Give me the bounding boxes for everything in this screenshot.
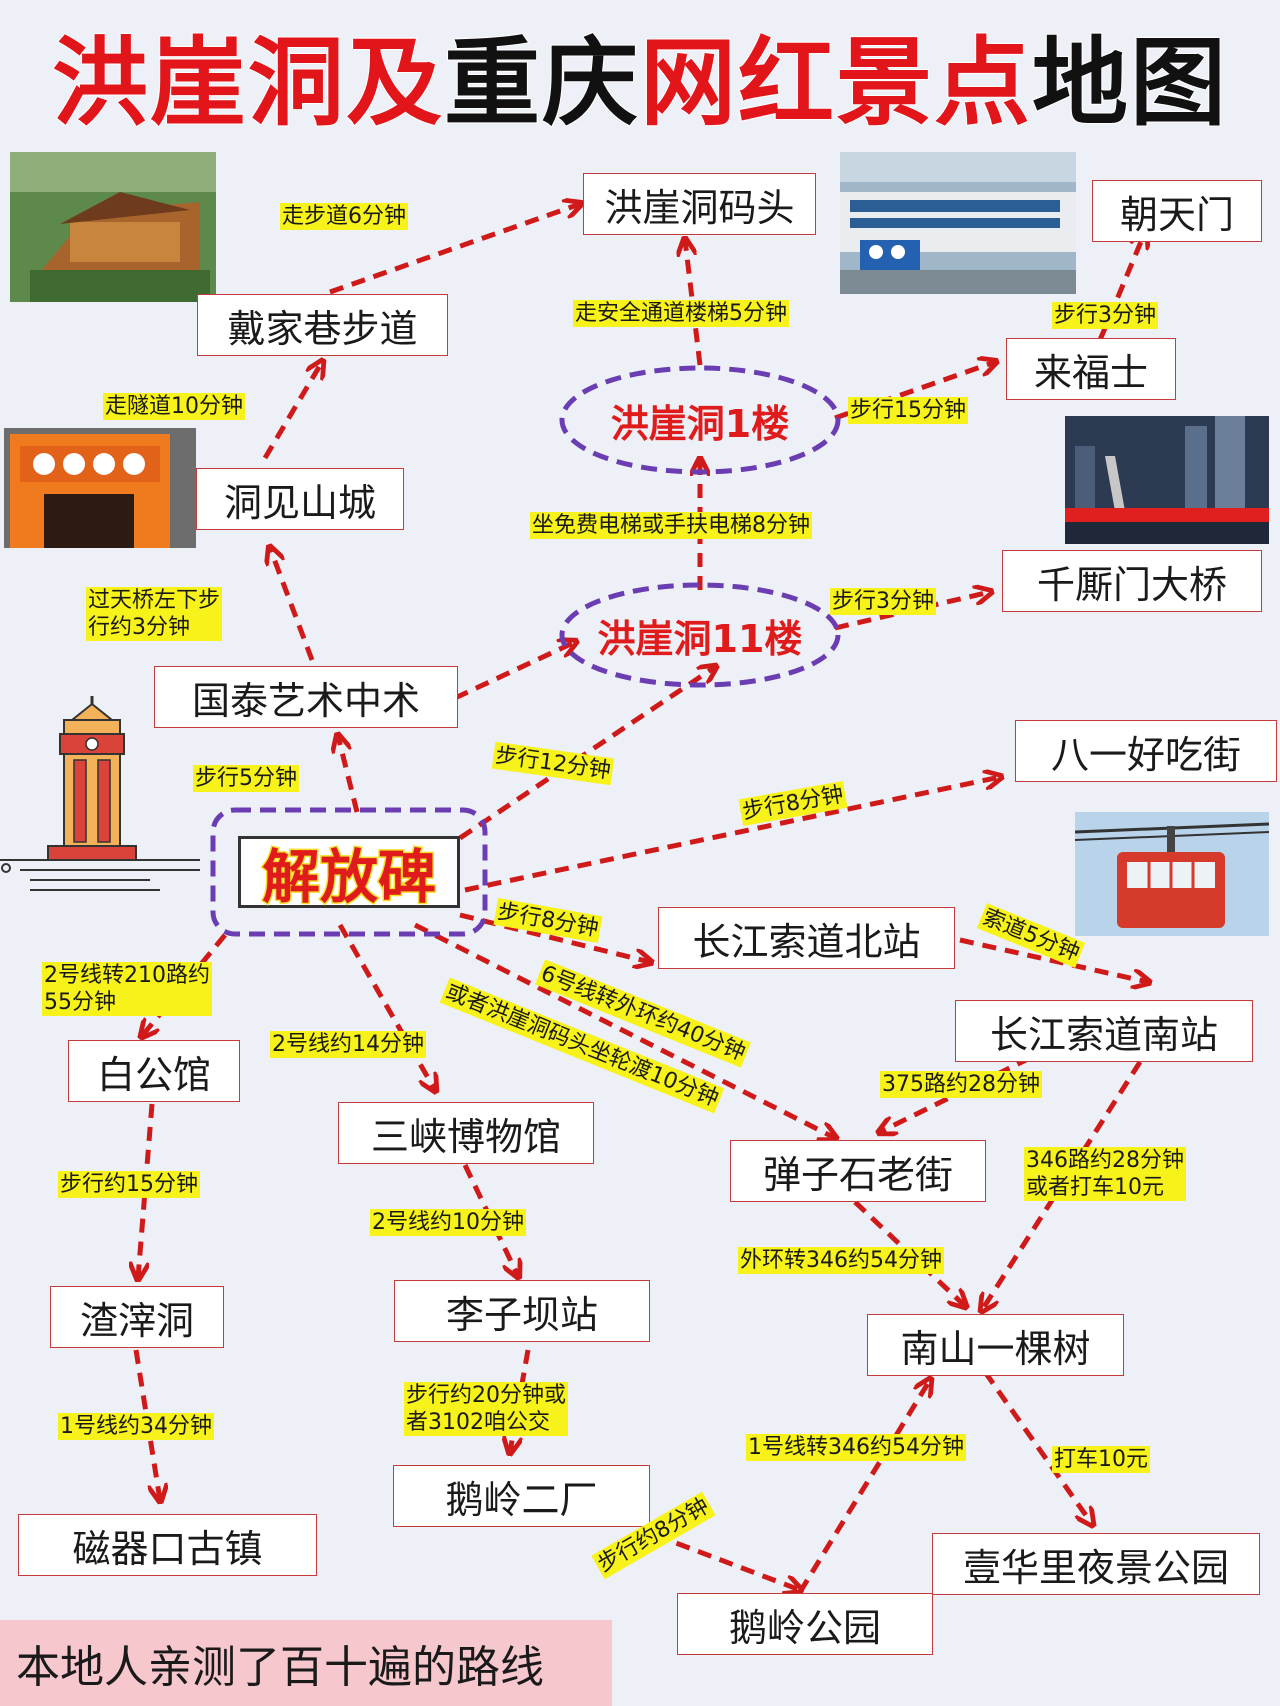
route-label: 2号线转210路约 55分钟 <box>42 962 212 1016</box>
route-label: 打车10元 <box>1052 1446 1150 1473</box>
title-part-3: 网红景点 <box>639 26 1032 140</box>
edge-dongjian-dai <box>262 362 322 460</box>
footer-text: 本地人亲测了百十遍的路线 <box>16 1642 544 1693</box>
node-liziba[interactable]: 李子坝站 <box>394 1280 650 1342</box>
edge-cablenorth-south <box>959 937 1148 982</box>
route-label: 2号线约10分钟 <box>370 1209 526 1236</box>
map-title: 洪崖洞及重庆网红景点地图 <box>0 18 1280 148</box>
edge-f1-pier <box>685 240 703 366</box>
pier-photo <box>840 152 1076 294</box>
node-eling-no2-factory[interactable]: 鹅岭二厂 <box>393 1465 650 1527</box>
route-label: 375路约28分钟 <box>880 1071 1042 1098</box>
node-cableway-south[interactable]: 长江索道南站 <box>955 1000 1253 1062</box>
node-baigongguan[interactable]: 白公馆 <box>68 1040 240 1102</box>
node-hongyadong-1f[interactable]: 洪崖洞1楼 <box>610 401 790 446</box>
node-cableway-north[interactable]: 长江索道北站 <box>658 907 955 969</box>
node-sanxia-museum[interactable]: 三峡博物馆 <box>338 1102 594 1164</box>
oval-hongyadong-11f <box>559 582 841 688</box>
edge-eling2-elingpark <box>654 1532 800 1590</box>
node-yihuali-park[interactable]: 壹华里夜景公园 <box>932 1533 1260 1595</box>
node-chaotianmen[interactable]: 朝天门 <box>1092 180 1262 242</box>
route-label: 走步道6分钟 <box>280 203 408 230</box>
route-label: 过天桥左下步 行约3分钟 <box>86 587 223 641</box>
route-label: 步行约15分钟 <box>58 1171 200 1198</box>
node-danzishi[interactable]: 弹子石老街 <box>730 1140 986 1202</box>
edge-nanshan-yihuali <box>982 1370 1092 1524</box>
title-part-1: 洪崖洞及 <box>51 26 444 140</box>
daijiaxiang-photo <box>10 152 216 302</box>
footer-banner: 本地人亲测了百十遍的路线 <box>0 1620 612 1706</box>
route-label: 坐免费电梯或手扶电梯8分钟 <box>530 512 812 539</box>
edge-cablesouth-danzishi <box>880 1055 1032 1132</box>
node-laifushi[interactable]: 来福士 <box>1006 338 1176 400</box>
node-ciqikou[interactable]: 磁器口古镇 <box>18 1514 317 1576</box>
node-nanshan[interactable]: 南山一棵树 <box>867 1314 1124 1376</box>
title-part-4: 地图 <box>1031 26 1228 140</box>
edge-jfb-cablenorth <box>459 912 650 962</box>
route-label: 步行15分钟 <box>848 397 968 424</box>
edge-jfb-danzishi <box>413 922 835 1138</box>
route-label: 步行3分钟 <box>1052 302 1158 329</box>
qiansimen-photo <box>1065 416 1269 544</box>
edge-guotai-dongjian <box>270 548 315 661</box>
route-label: 走隧道10分钟 <box>103 393 245 420</box>
route-label: 1号线转346约54分钟 <box>746 1434 966 1461</box>
dongjian-photo <box>4 428 196 548</box>
oval-hongyadong-1f <box>559 365 841 475</box>
node-daijiaxiang[interactable]: 戴家巷步道 <box>197 294 448 356</box>
cableway-photo <box>1075 812 1269 936</box>
title-part-2: 重庆 <box>443 26 640 140</box>
route-label: 2号线约14分钟 <box>270 1031 426 1058</box>
route-label: 外环转346约54分钟 <box>738 1247 944 1274</box>
node-jiefangbei[interactable]: 解放碑 <box>238 836 460 913</box>
jiefangbei-label: 解放碑 <box>260 842 437 913</box>
node-bayi-food-street[interactable]: 八一好吃街 <box>1015 720 1277 782</box>
edge-jfb-bayi <box>464 777 1000 893</box>
node-hongyadong-pier[interactable]: 洪崖洞码头 <box>583 173 816 235</box>
edge-elingpark-nanshan <box>797 1380 930 1594</box>
node-guotai[interactable]: 国泰艺术中术 <box>154 666 458 728</box>
edge-baigongguan-zhazidong <box>138 1103 155 1278</box>
route-label: 步行约20分钟或 者3102咱公交 <box>404 1382 568 1436</box>
node-qiansimen-bridge[interactable]: 千厮门大桥 <box>1002 550 1262 612</box>
monument-illustration <box>0 696 200 891</box>
route-label: 步行5分钟 <box>193 765 299 792</box>
route-label: 步行3分钟 <box>830 588 936 615</box>
edge-sanxia-liziba <box>462 1163 518 1276</box>
edge-dai-pier <box>329 204 580 295</box>
route-label: 走安全通道楼梯5分钟 <box>573 300 789 327</box>
jiefangbei-frame <box>210 807 488 937</box>
node-eling-park[interactable]: 鹅岭公园 <box>677 1593 933 1655</box>
edge-guotai-f11 <box>453 642 575 701</box>
route-label: 346路约28分钟 或者打车10元 <box>1024 1147 1186 1201</box>
node-dongjian-shancheng[interactable]: 洞见山城 <box>196 468 404 530</box>
edge-jfb-f11 <box>458 667 715 841</box>
edge-laifushi-chaotianmen <box>1097 232 1145 341</box>
node-hongyadong-11f[interactable]: 洪崖洞11楼 <box>597 616 803 661</box>
edge-jfb-sanxia <box>337 923 435 1090</box>
node-zhazidong[interactable]: 渣滓洞 <box>50 1286 224 1348</box>
route-label: 1号线约34分钟 <box>58 1413 214 1440</box>
edge-jfb-guotai <box>338 736 360 813</box>
